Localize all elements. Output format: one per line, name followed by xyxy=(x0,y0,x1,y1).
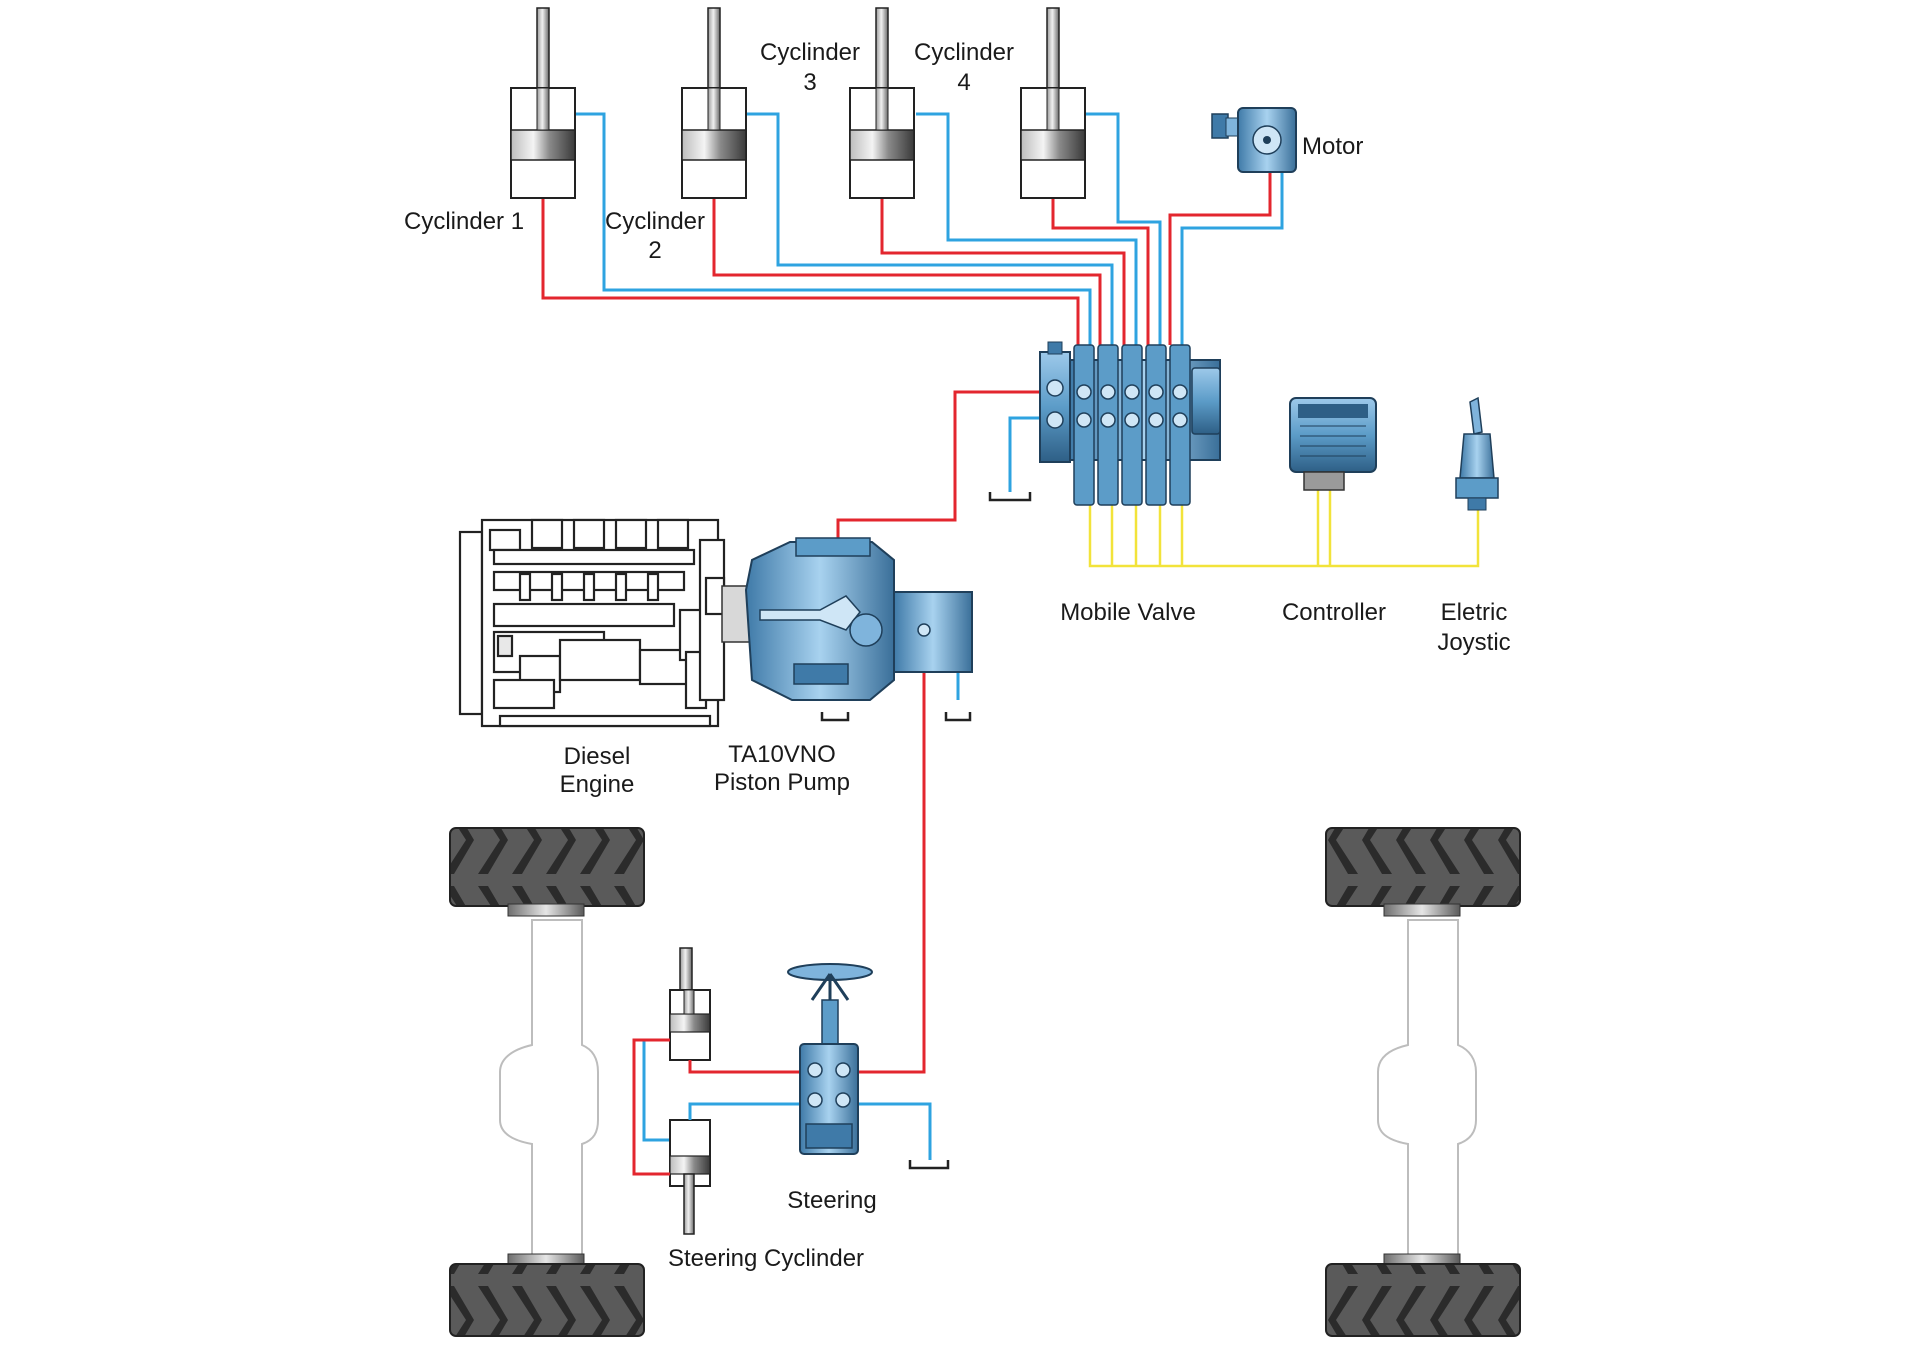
cylinder-2 xyxy=(681,7,747,199)
rear-left-tire xyxy=(449,1253,645,1337)
mobile-valve xyxy=(1039,341,1221,506)
labels: Cyclinder 1 Cyclinder 2 Cyclinder 3 Cycl… xyxy=(404,39,1511,1272)
cylinder-3 xyxy=(849,7,915,199)
cylinder-1 xyxy=(510,7,576,199)
label-engine-line1: Diesel xyxy=(564,743,631,770)
steering-cylinder-upper xyxy=(642,947,711,1142)
label-joystick-line1: Eletric xyxy=(1441,599,1508,626)
label-cylinder-2-line1: Cyclinder xyxy=(605,208,705,235)
label-pump-line1: TA10VNO xyxy=(728,741,836,768)
hydraulic-motor xyxy=(1211,107,1297,173)
piston-pump xyxy=(721,537,973,701)
label-mobile-valve: Mobile Valve xyxy=(1060,599,1196,626)
pressure-lines xyxy=(541,172,1272,1074)
label-cylinder-3-line2: 3 xyxy=(803,69,816,96)
tank-symbols xyxy=(820,492,1032,1170)
label-cylinder-4-line1: Cyclinder xyxy=(914,39,1014,66)
label-cylinder-1: Cyclinder 1 xyxy=(404,208,524,235)
signal-lines xyxy=(1088,490,1480,568)
front-right-tire xyxy=(1325,827,1521,917)
steering-unit xyxy=(787,963,873,1155)
label-pump-line2: Piston Pump xyxy=(714,769,850,796)
controller xyxy=(1289,397,1377,491)
label-steering-cylinder: Steering Cyclinder xyxy=(668,1245,864,1272)
label-motor: Motor xyxy=(1302,133,1363,160)
label-cylinder-2-line2: 2 xyxy=(648,237,661,264)
rear-right-tire xyxy=(1325,1253,1521,1337)
steering-cylinder-lower xyxy=(669,1119,711,1235)
front-left-tire xyxy=(449,827,645,917)
electric-joystick xyxy=(1455,396,1499,511)
label-engine-line2: Engine xyxy=(560,771,635,798)
diesel-engine xyxy=(458,518,726,728)
cylinder-4 xyxy=(1020,7,1086,199)
left-axle xyxy=(499,919,599,1261)
label-cylinder-4-line2: 4 xyxy=(957,69,970,96)
label-controller: Controller xyxy=(1282,599,1386,626)
label-joystick-line2: Joystic xyxy=(1437,629,1510,656)
right-axle xyxy=(1377,919,1477,1261)
label-cylinder-3-line1: Cyclinder xyxy=(760,39,860,66)
label-steering: Steering xyxy=(787,1187,876,1214)
steering-lines xyxy=(632,1038,932,1176)
